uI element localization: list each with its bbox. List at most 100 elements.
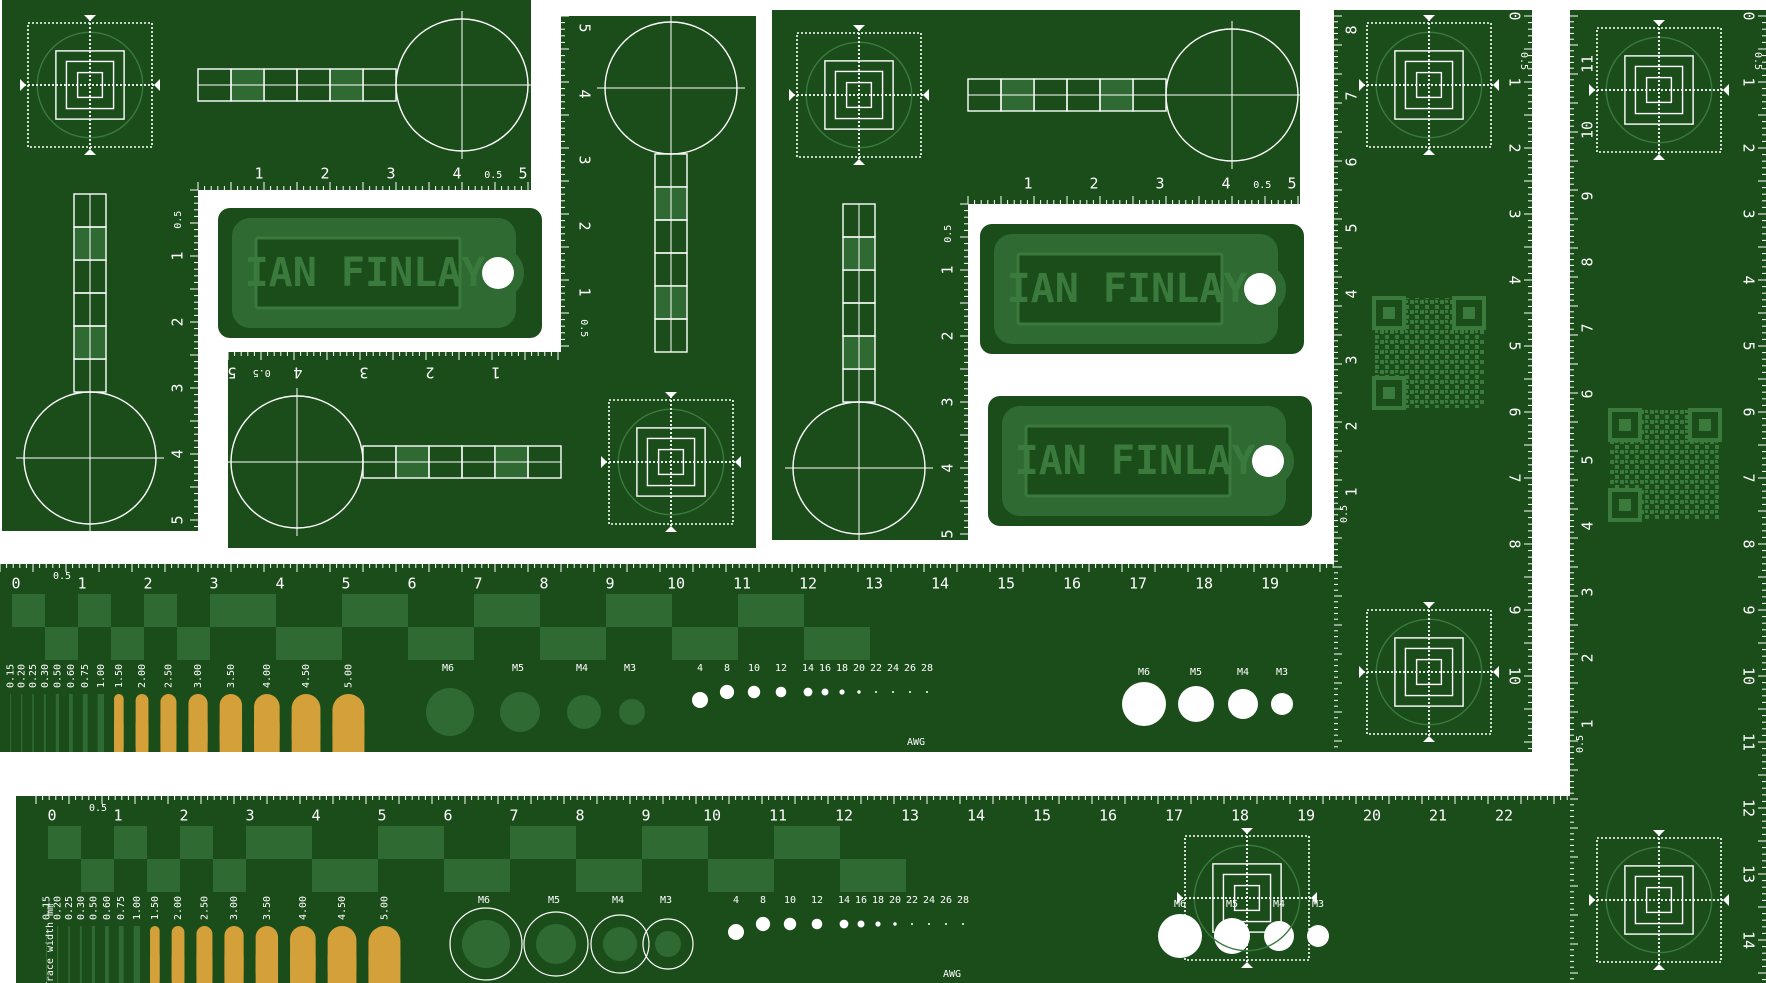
- mounting-hole-icon: [1264, 921, 1294, 951]
- awg-hole: [811, 918, 823, 930]
- target-arrow-left: [789, 89, 795, 101]
- name-tag: [988, 396, 1312, 526]
- trace-width-label: 2.50: [199, 896, 210, 920]
- target-arrow-top: [1653, 20, 1665, 26]
- awg-hole: [692, 692, 708, 708]
- ruler-number: 3: [939, 397, 957, 406]
- awg-gauge: [728, 916, 964, 940]
- screw-label: M5: [1190, 667, 1202, 678]
- ruler-number: 12: [835, 807, 853, 825]
- target-arrow-left: [1589, 84, 1595, 96]
- checker-cell: [774, 826, 840, 859]
- awg-size-label: 18: [872, 895, 884, 906]
- ruler-half-mark: 0.5: [1518, 52, 1529, 70]
- ruler-number: 4: [1343, 289, 1361, 298]
- trace-width-label: 1.50: [114, 664, 125, 688]
- ruler-number: 2: [1089, 175, 1098, 193]
- ruler-number: 3: [245, 807, 254, 825]
- ruler-number: 10: [703, 807, 721, 825]
- trace-width-label: 0.15: [5, 664, 16, 688]
- trace-bar-base: [255, 955, 279, 983]
- ruler-number: 2: [320, 165, 329, 183]
- trace-bar-base: [332, 723, 365, 752]
- ruler-number: 1: [1579, 719, 1597, 728]
- ruler-number: 3: [1506, 209, 1524, 218]
- name-tag: [218, 208, 542, 338]
- checker-cell: [177, 627, 210, 660]
- checker-cell: [180, 826, 213, 859]
- trace-width-label: 1.50: [150, 896, 161, 920]
- tag-name-text: IAN FINLAY: [245, 250, 486, 296]
- magnifier-gauge: [197, 11, 536, 159]
- trace-bar: [82, 694, 88, 752]
- mounting-hole-icon: [1178, 686, 1214, 722]
- tag-name-text: IAN FINLAY: [1007, 266, 1248, 312]
- awg-size-label: 28: [921, 663, 933, 674]
- qr-code-icon: [1372, 296, 1486, 410]
- target-arrow-top: [665, 392, 677, 398]
- ruler-number: 1: [1506, 77, 1524, 86]
- ruler-number: 3: [1343, 355, 1361, 364]
- ruler-number: 1: [77, 575, 86, 593]
- ruler-number: 12: [1740, 799, 1758, 817]
- awg-hole: [775, 686, 787, 698]
- trace-width-label: 4.50: [301, 664, 312, 688]
- trace-width-label: 0.25: [28, 664, 39, 688]
- trace-bar: [97, 694, 105, 752]
- ruler-number: 1: [113, 807, 122, 825]
- checker-cell: [408, 627, 474, 660]
- ruler-number: 19: [1297, 807, 1315, 825]
- ruler-number: 4: [576, 89, 594, 98]
- screw-ring: [523, 911, 589, 977]
- mounting-hole-icon: [1228, 689, 1258, 719]
- magnifier-gauge: [597, 14, 745, 353]
- ruler-ticks: [197, 182, 529, 190]
- ruler-ticks: [227, 352, 559, 360]
- checker-cell: [213, 859, 246, 892]
- checker-cell: [540, 627, 606, 660]
- checker-cell: [576, 859, 642, 892]
- screw-label: M4: [576, 663, 588, 674]
- target-arrow-bottom: [1653, 964, 1665, 970]
- trace-bar-base: [171, 955, 185, 983]
- silkscreen-marks: [0, 11, 1766, 983]
- screw-label: M5: [512, 663, 524, 674]
- target-arrow-top: [84, 15, 96, 21]
- trace-bar-base: [291, 723, 321, 752]
- qr-finder: [1608, 488, 1642, 522]
- magnifier-gauge: [16, 193, 164, 532]
- target-arrow-right: [154, 79, 160, 91]
- awg-hole: [962, 923, 964, 925]
- mounting-hole-icon: [1122, 682, 1166, 726]
- trace-bar-base: [135, 723, 149, 752]
- checker-cell: [606, 594, 672, 627]
- ruler-number: 10: [1740, 667, 1758, 685]
- magnifier-gauge: [967, 21, 1306, 169]
- ruler-number: 5: [1343, 223, 1361, 232]
- ruler-number: 2: [169, 317, 187, 326]
- ruler-number: 5: [939, 529, 957, 538]
- awg-size-label: 20: [853, 663, 865, 674]
- ruler-half-mark: 0.5: [89, 803, 107, 814]
- ruler-number: 1: [254, 165, 263, 183]
- checker-cell: [342, 594, 408, 627]
- crosshair-target-icon: [1359, 602, 1499, 742]
- mounting-hole-icon: [1271, 693, 1293, 715]
- target-arrow-left: [1359, 666, 1365, 678]
- ruler-number: 4: [1221, 175, 1230, 193]
- trace-width-label: 5.00: [343, 664, 354, 688]
- ruler-number: 4: [311, 807, 320, 825]
- trace-bar-base: [327, 955, 357, 983]
- crosshair-target-icon: [789, 25, 929, 165]
- trace-bar: [21, 694, 23, 752]
- target-arrow-top: [1241, 828, 1253, 834]
- trace-width-label: 4.50: [337, 896, 348, 920]
- awg-hole: [857, 920, 865, 928]
- ruler-number: 4: [1740, 275, 1758, 284]
- trace-bar: [57, 926, 59, 983]
- awg-gauge: [692, 684, 928, 708]
- awg-size-label: 10: [748, 663, 760, 674]
- screw-ring: [449, 907, 523, 981]
- awg-title: AWG: [907, 737, 925, 748]
